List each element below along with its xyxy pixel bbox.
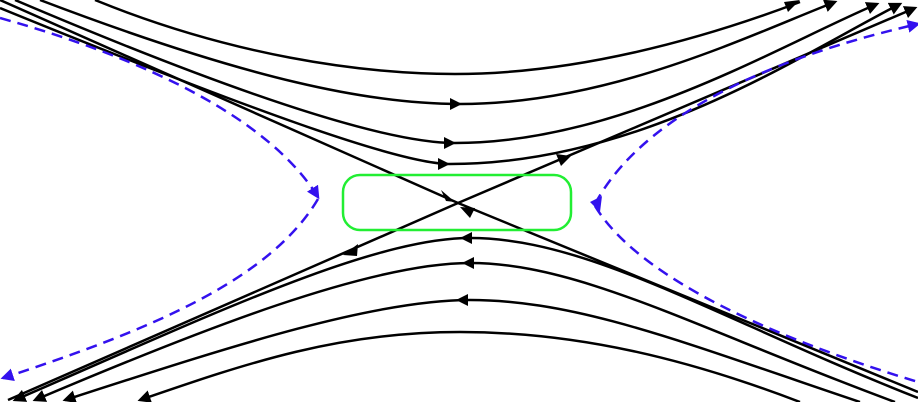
upper-midpoint-arrows [438,98,462,170]
separatrix-arrow-incoming-upper [441,190,455,202]
upper-streamline-4 [0,2,903,166]
upper-arrow-2 [444,137,456,149]
left-boundary-lower [0,198,320,381]
lower-streamline-2 [62,298,861,402]
lower-streamline-1 [137,330,801,402]
lower-arrow-1 [456,294,468,306]
separatrix-arrow-outgoing-upper [556,154,571,166]
lower-arrow-3 [460,232,472,244]
upper-streamline-1-arrow [784,0,800,12]
right-boundary-tip-arrow [590,196,602,212]
upper-streamline-1 [94,0,801,76]
left-boundary-upper [0,16,320,200]
dashed-boundaries [0,16,918,384]
saddle-region [341,173,573,232]
separatrix-arrow-outgoing-lower [343,244,358,256]
right-boundary-lower [593,205,918,384]
right-boundary-upper [593,19,918,205]
separatrix-arrow-incoming-lower [460,207,475,218]
lower-arrow-2 [462,257,474,269]
lower-midpoint-arrows [456,232,474,306]
upper-arrow-3 [438,158,450,170]
separatrix-arrows [343,154,571,256]
upper-arrow-1 [450,98,462,110]
